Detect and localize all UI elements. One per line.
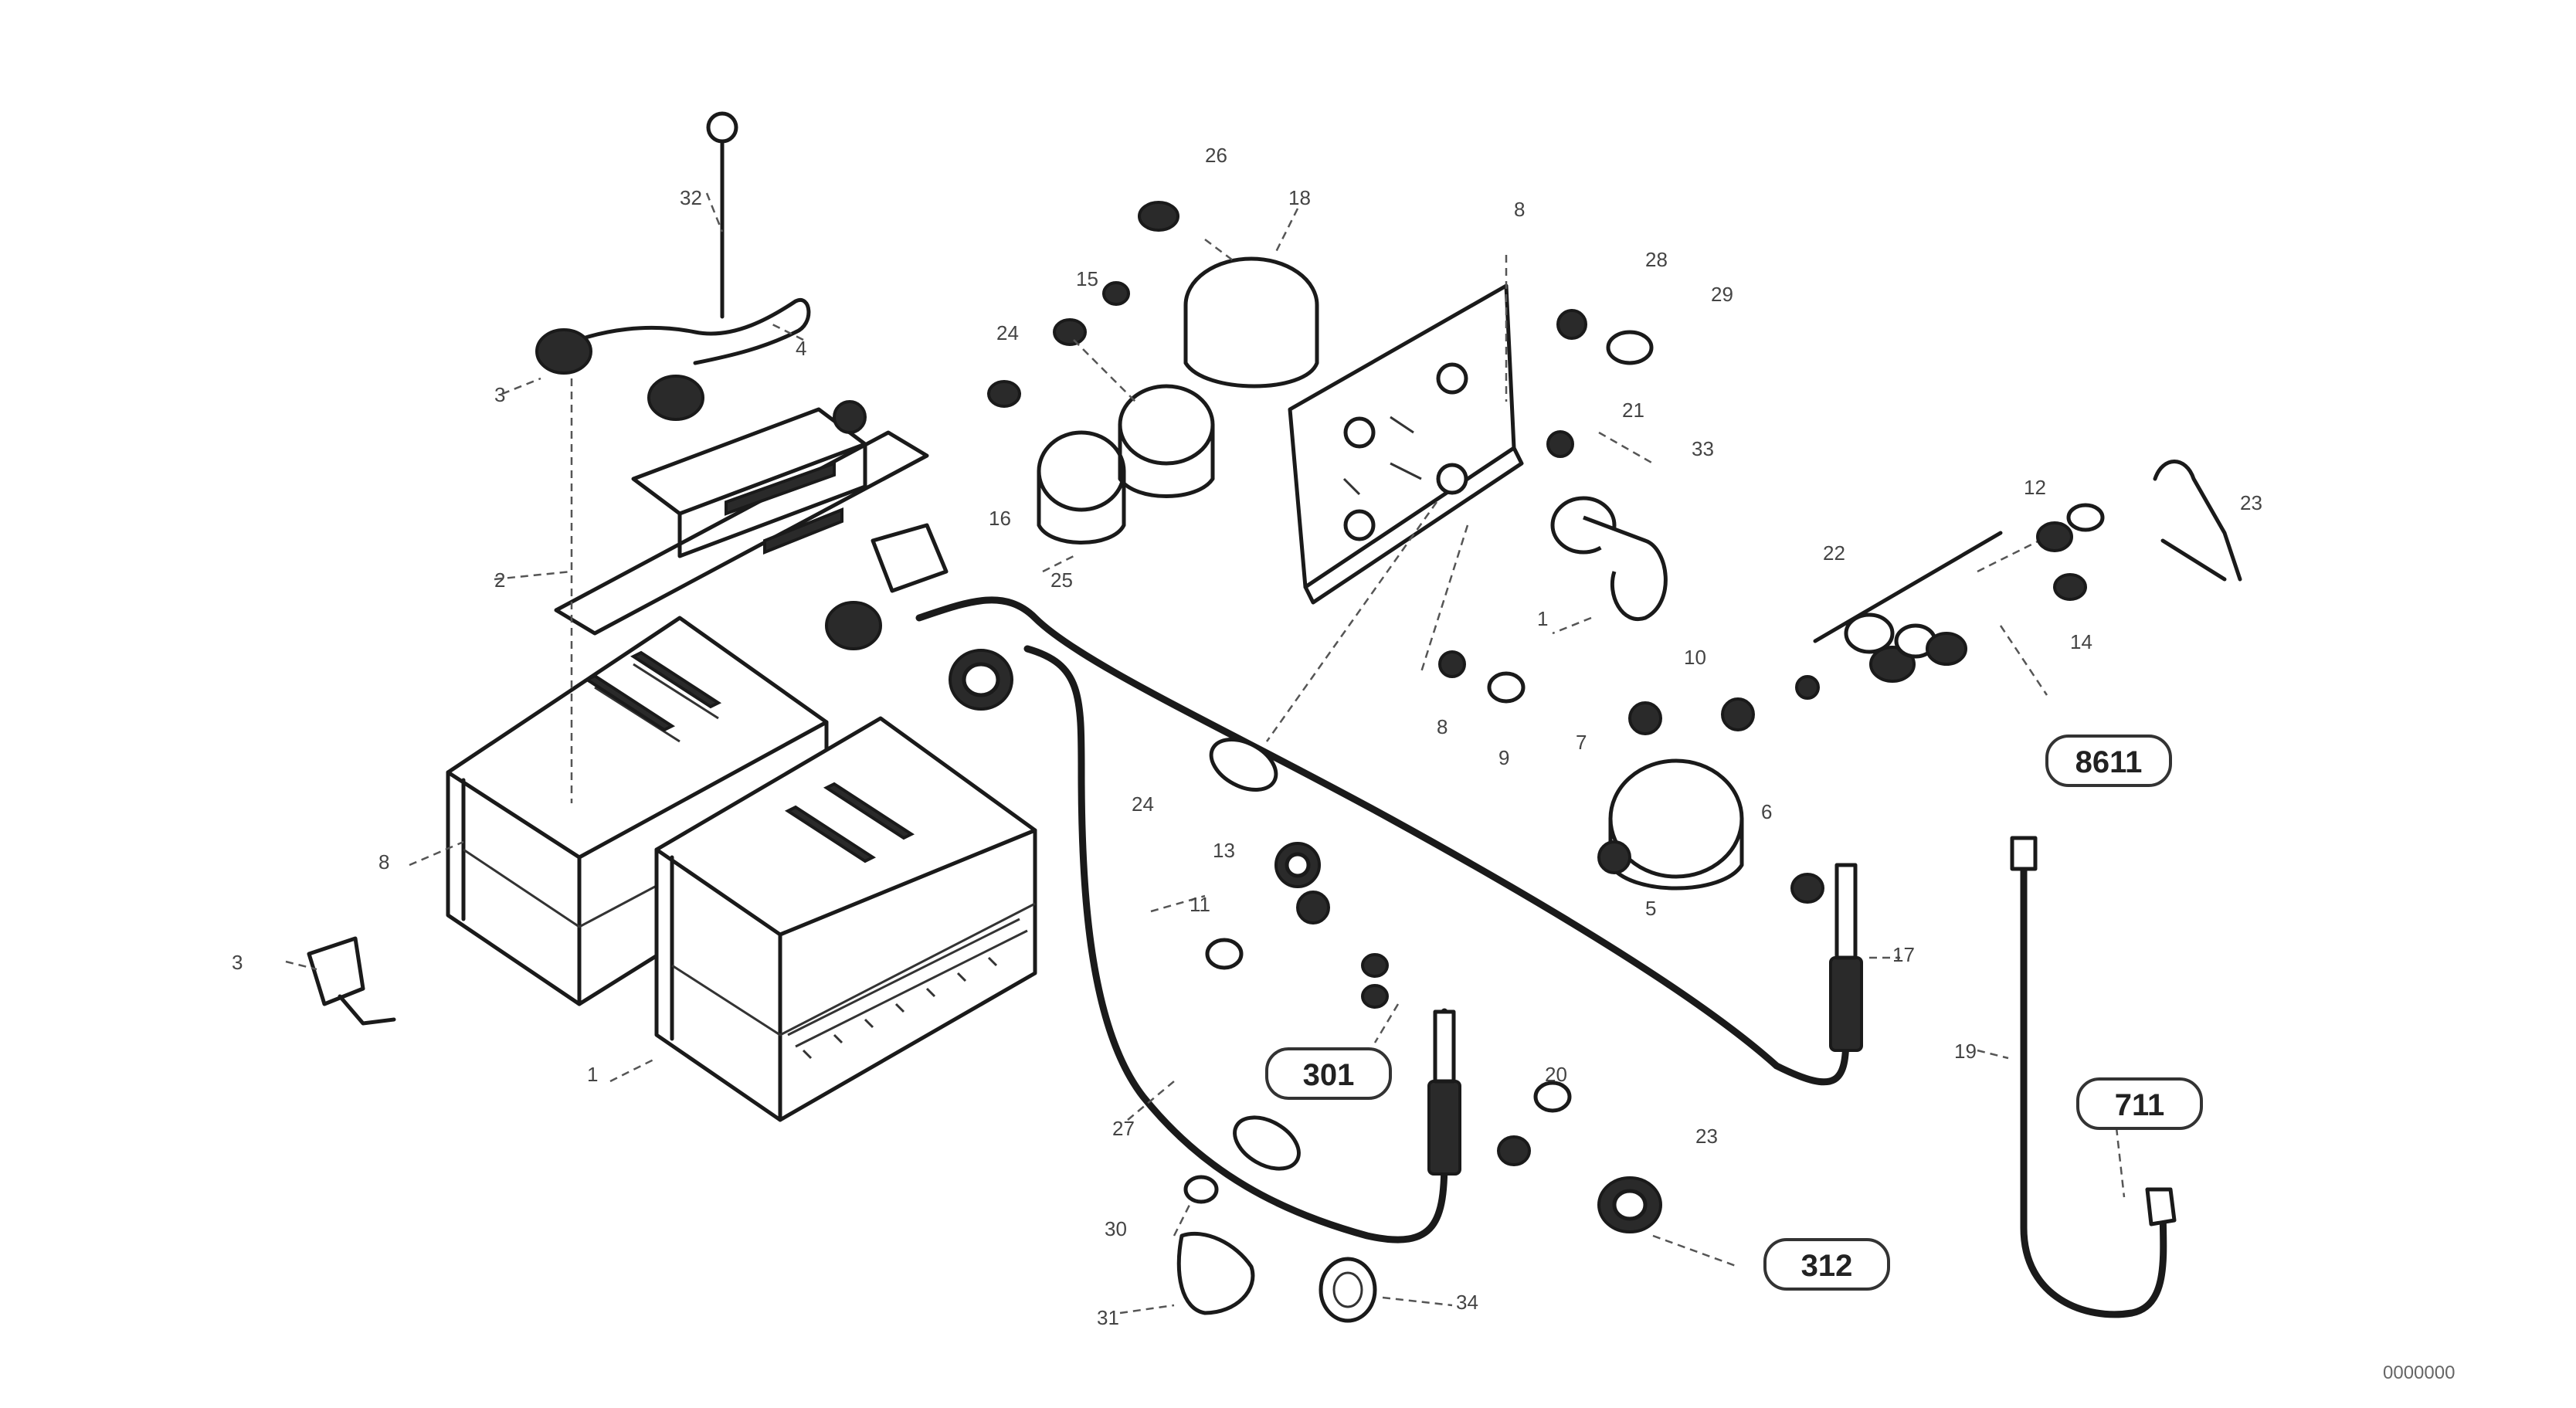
callout-label: 23 (1695, 1125, 1718, 1148)
callout-label: 28 (1645, 248, 1668, 271)
callout-label: 2 (494, 568, 505, 592)
reference-box-312: 312 (1763, 1238, 1890, 1291)
reference-label: 301 (1303, 1058, 1355, 1092)
callout-label: 30 (1105, 1217, 1127, 1240)
callout-numbers: 26 18 8 28 29 15 24 16 21 33 1 32 3 4 2 … (232, 144, 2262, 1329)
reference-box-8611: 8611 (2045, 735, 2172, 787)
callout-label: 24 (1132, 792, 1154, 816)
fastener-group-lower (307, 842, 1739, 1323)
battery-right (654, 716, 1037, 1122)
callout-label: 34 (1456, 1291, 1478, 1314)
fastener-group-upper-right (1546, 309, 1668, 635)
battery-cables (915, 596, 2177, 1318)
callout-label: 26 (1205, 144, 1227, 167)
callout-label: 17 (1892, 943, 1915, 966)
callout-label: 3 (494, 383, 505, 406)
callout-label: 6 (1761, 800, 1772, 823)
callout-label: 24 (996, 321, 1019, 344)
callout-label: 16 (989, 507, 1011, 530)
terminal-clamps (825, 601, 1013, 711)
callout-label: 1 (1537, 607, 1548, 630)
callout-label: 7 (1576, 731, 1587, 754)
callout-label: 25 (1050, 568, 1073, 592)
callout-label: 13 (1213, 839, 1235, 862)
callout-leaders (285, 192, 2126, 1315)
callout-label: 12 (2024, 476, 2046, 499)
callout-label: 11 (1190, 893, 1210, 916)
mounting-plate (1265, 255, 1524, 742)
callout-label: 5 (1645, 897, 1656, 920)
reference-box-711: 711 (2076, 1077, 2203, 1130)
callout-label: 19 (1954, 1040, 1977, 1063)
battery-hold-down (535, 111, 949, 803)
main-switch (1438, 650, 1824, 904)
callout-label: 22 (1823, 541, 1845, 565)
callout-label: 31 (1097, 1306, 1119, 1329)
callout-label: 18 (1288, 186, 1311, 209)
callout-label: 20 (1545, 1063, 1567, 1086)
reference-label: 711 (2115, 1088, 2165, 1122)
callout-label: 8 (1437, 715, 1448, 738)
reference-box-301: 301 (1265, 1047, 1392, 1100)
callout-label: 27 (1112, 1117, 1135, 1140)
reference-label: 8611 (2075, 745, 2143, 779)
isolator-switch-assembly (1813, 460, 2242, 696)
callout-label: 15 (1076, 267, 1098, 290)
callout-label: 9 (1498, 746, 1509, 769)
callout-label: 32 (680, 186, 702, 209)
callout-label: 4 (796, 337, 806, 360)
reference-label: 312 (1801, 1249, 1853, 1283)
callout-label: 21 (1622, 399, 1644, 422)
callout-label: 1 (587, 1063, 598, 1086)
callout-label: 14 (2070, 630, 2092, 653)
callout-label: 29 (1711, 283, 1733, 306)
callout-label: 23 (2240, 491, 2262, 514)
callout-label: 3 (232, 951, 243, 974)
image-id: 0000000 (2383, 1362, 2455, 1383)
callout-label: 33 (1692, 437, 1714, 460)
callout-label: 8 (1514, 198, 1525, 221)
callout-label: 8 (378, 850, 389, 874)
callout-label: 10 (1684, 646, 1706, 669)
relay-assembly (987, 201, 1319, 545)
